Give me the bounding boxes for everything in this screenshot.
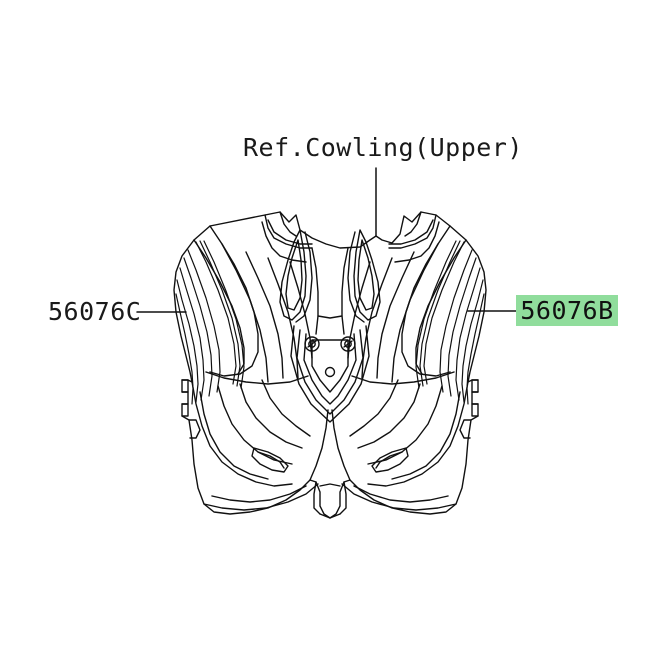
- left-lower-crease-a: [217, 385, 293, 465]
- left-bracket-step-upper: [181, 379, 189, 393]
- left-lower-panel-outline: [191, 381, 293, 487]
- center-mount-hole: [324, 366, 336, 378]
- center-bracket-outer-c: [290, 325, 370, 423]
- right-lower-crease-b: [357, 383, 421, 449]
- right-mount-screw-slot: [343, 340, 353, 348]
- left-nose-fin-top-b: [267, 219, 313, 245]
- right-lower-vent-slot: [371, 447, 409, 473]
- left-lower-panel-inner: [199, 391, 269, 480]
- center-gap-right-edge: [341, 247, 349, 335]
- right-mount-screw-outer: [340, 336, 356, 352]
- part-label-56076c[interactable]: 56076C: [48, 297, 142, 326]
- left-headlight-lens-inner: [285, 239, 303, 311]
- right-lower-panel-outline: [367, 381, 469, 487]
- center-bracket-outer-a: [303, 333, 357, 405]
- left-bracket-step-lower: [181, 403, 189, 417]
- part-label-56076b-text: 56076B: [520, 296, 614, 325]
- left-headlight-lens: [279, 229, 307, 321]
- right-bracket-tab: [459, 419, 472, 439]
- left-lower-crease-b: [239, 383, 303, 449]
- right-bottom-skirt: [341, 483, 457, 511]
- right-body-crease-a: [391, 243, 439, 383]
- center-ridge-right: [331, 409, 351, 481]
- right-bracket-step-lower: [471, 403, 479, 417]
- center-bracket-outer-b: [296, 329, 364, 415]
- right-bottom-skirt-inner: [353, 485, 449, 503]
- part-label-56076b-highlight[interactable]: 56076B: [516, 295, 618, 326]
- left-mount-screw-inner: [308, 340, 316, 348]
- left-mount-screw-slot: [307, 340, 317, 348]
- right-nose-tip: [404, 211, 422, 237]
- bottom-tab-bottom: [319, 513, 341, 519]
- center-gap-left-edge: [311, 247, 319, 335]
- right-body-crease-b: [376, 251, 415, 379]
- center-gap-bridge: [317, 315, 343, 319]
- left-bottom-skirt-inner: [211, 485, 307, 503]
- right-headlight-lens-outer: [347, 231, 365, 323]
- left-body-crease-a: [221, 243, 269, 383]
- left-lower-vent-slot-line: [257, 451, 285, 469]
- right-mount-screw-inner: [344, 340, 352, 348]
- right-nose-fin-under: [394, 221, 440, 263]
- bottom-tab-right: [339, 481, 347, 515]
- left-body-crease-c: [267, 257, 299, 379]
- right-body-crease-c: [361, 257, 393, 379]
- right-nose-fin-top: [388, 214, 437, 249]
- left-mount-screw-outer: [304, 336, 320, 352]
- bottom-tab-top: [319, 483, 341, 487]
- right-lower-crease-c: [349, 379, 399, 437]
- right-headlight-lens: [353, 229, 381, 321]
- left-nose-fin-top: [264, 214, 313, 249]
- left-lower-vent-slot: [251, 447, 289, 473]
- bottom-tab-left: [313, 481, 321, 515]
- left-lower-crease-c: [261, 379, 311, 437]
- right-headlight-lens-inner: [357, 239, 375, 311]
- left-bottom-skirt: [203, 483, 319, 511]
- right-mid-break-line: [351, 371, 455, 385]
- right-lower-panel-inner: [391, 391, 461, 480]
- left-body-crease-b: [245, 251, 284, 379]
- right-edge-shading-hatch: [415, 240, 485, 405]
- right-lower-vent-slot-line: [375, 451, 403, 469]
- reference-label: Ref.Cowling(Upper): [243, 133, 523, 162]
- left-nose-fin-under: [261, 221, 307, 263]
- cowling-outer-silhouette: [173, 211, 487, 519]
- right-nose-fin-top-b: [388, 219, 434, 245]
- left-mid-break-line: [205, 371, 309, 385]
- center-ridge-left: [309, 409, 329, 481]
- cowling-outline-group: [136, 167, 519, 519]
- left-bracket-tab: [188, 419, 201, 439]
- right-bracket-step-upper: [471, 379, 479, 393]
- left-nose-tip: [279, 211, 297, 237]
- right-lower-crease-a: [367, 385, 443, 465]
